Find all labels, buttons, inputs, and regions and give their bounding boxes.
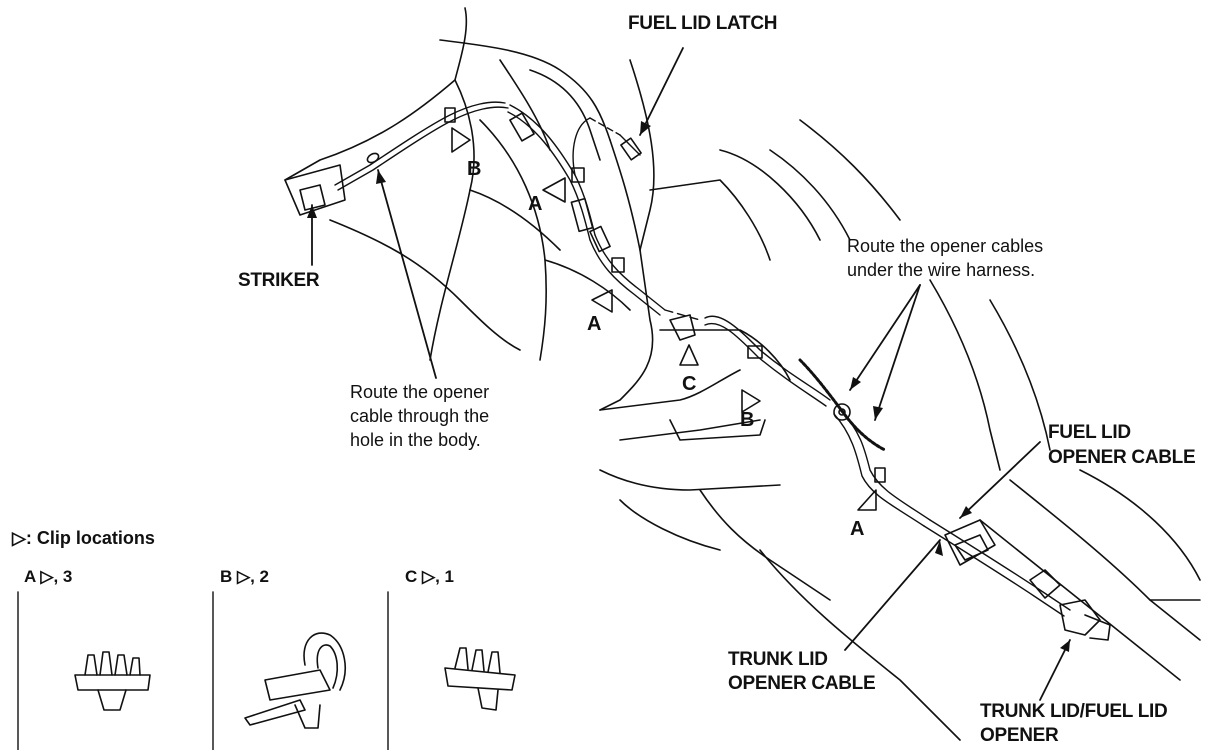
floor-structure (599, 59, 961, 741)
fuel-lid-latch-label: FUEL LID LATCH (628, 13, 778, 34)
clip-a-illustration (74, 651, 151, 711)
clip-b-illustration (244, 632, 346, 729)
clip-marker-a: A (587, 313, 602, 335)
clip-b-legend-label: B ▷, 2 (220, 567, 269, 586)
clip-marker-a: A (528, 193, 543, 215)
striker-label: STRIKER (238, 270, 320, 291)
rocker-panel (929, 279, 1201, 681)
route-hole-note-line: cable through the (350, 406, 490, 426)
clip-c-legend-label: C ▷, 1 (405, 567, 454, 586)
trunk-side-panel (284, 7, 631, 361)
clip-marker-a: A (850, 518, 865, 540)
route-harness-note-line: Route the opener cables (847, 236, 1044, 256)
route-harness-note-line: under the wire harness. (847, 260, 1036, 280)
cable-components (366, 107, 1111, 641)
fuel-lid-cable-label-line: FUEL LID (1048, 422, 1131, 443)
legend-dividers (17, 591, 389, 750)
route-hole-note-line: Route the opener (350, 382, 490, 402)
route-hole-note-line: hole in the body. (350, 430, 481, 450)
clip-legend-title: ▷: Clip locations (12, 528, 155, 548)
opener-cable (334, 101, 1071, 617)
opener-label-line: TRUNK LID/FUEL LID (980, 701, 1168, 722)
trunk-lid-cable-label-line: OPENER CABLE (728, 673, 876, 694)
opener-label-line: OPENER (980, 725, 1059, 746)
clip-marker-c: C (682, 373, 697, 395)
clip-marker-b: B (740, 409, 755, 431)
leader-arrowheads (307, 121, 1070, 652)
clip-a-legend-label: A ▷, 3 (24, 567, 73, 586)
clip-marker-b: B (467, 158, 482, 180)
clip-c-illustration (444, 647, 516, 711)
trunk-lid-cable-label-line: TRUNK LID (728, 649, 828, 670)
fuel-lid-cable-label-line: OPENER CABLE (1048, 447, 1196, 468)
clip-markers (451, 127, 877, 511)
leader-lines (311, 47, 1071, 701)
